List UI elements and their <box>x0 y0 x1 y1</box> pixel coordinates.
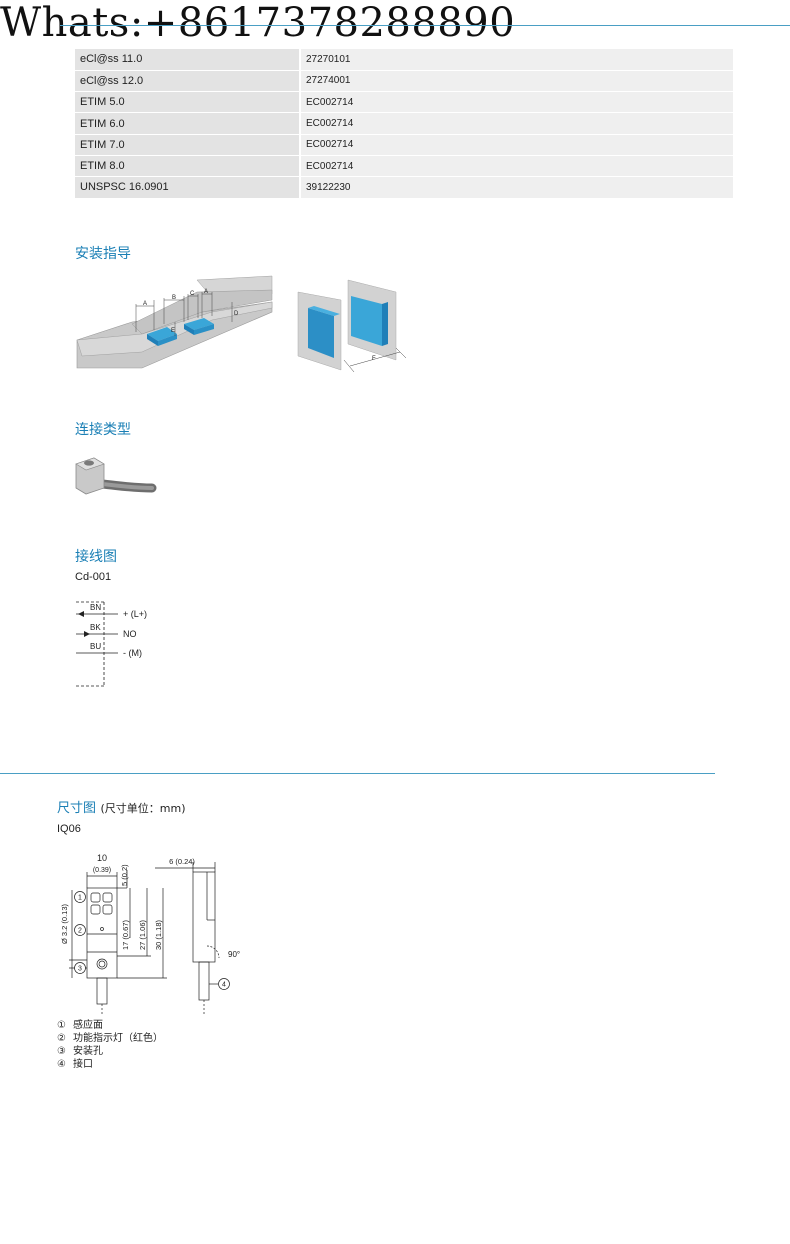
signal-plus: + (L+) <box>123 609 147 619</box>
spec-key: eCl@ss 12.0 <box>75 70 301 93</box>
install-diagram-facing: F <box>297 279 407 373</box>
watermark-phone: Whats:+8617378288890 <box>0 0 516 46</box>
dim-height-30: 30 (1.18) <box>154 919 163 950</box>
dimension-heading: 尺寸图 (尺寸单位：mm) <box>57 797 185 817</box>
wire-bn: BN <box>90 603 101 612</box>
legend-item: ② 功能指示灯（红色） <box>57 1032 163 1045</box>
spec-value: 39122230 <box>300 176 733 199</box>
dim-label-e: E <box>171 328 175 334</box>
dimension-unit-note: (尺寸单位：mm) <box>100 802 186 815</box>
callout-4: 4 <box>222 982 226 989</box>
wiring-diagram: BN BK BU + (L+) NO - (M) <box>76 601 147 687</box>
spec-value: 27274001 <box>300 70 733 93</box>
connection-title: 连接类型 <box>75 422 131 438</box>
wire-bk: BK <box>90 623 101 632</box>
spec-key: ETIM 8.0 <box>75 155 301 178</box>
callout-3: 3 <box>78 966 82 973</box>
dim-width-10: 10 <box>97 853 107 863</box>
legend-text: 安装孔 <box>73 1046 103 1057</box>
spec-key: eCl@ss 11.0 <box>75 49 301 71</box>
legend-text: 接口 <box>73 1059 93 1070</box>
legend-item: ③ 安装孔 <box>57 1045 163 1058</box>
spec-value: EC002714 <box>300 91 733 114</box>
legend-item: ① 感应面 <box>57 1019 163 1032</box>
dim-height-5: 5 (0.2) <box>120 864 129 886</box>
wire-bu: BU <box>90 642 101 651</box>
wiring-code: Cd-001 <box>75 571 112 583</box>
callout-1: 1 <box>78 895 82 902</box>
spec-value: EC002714 <box>300 155 733 178</box>
dim-width-10-inch: (0.39) <box>93 867 111 874</box>
spec-key: ETIM 7.0 <box>75 134 301 156</box>
legend-text: 感应面 <box>73 1020 103 1031</box>
legend-text: 功能指示灯（红色） <box>73 1033 163 1044</box>
section-divider <box>0 773 715 774</box>
spec-value: 27270101 <box>300 49 733 71</box>
top-divider <box>60 25 790 26</box>
callout-2: 2 <box>78 928 82 935</box>
dim-width-6: 6 (0.24) <box>169 857 195 866</box>
dim-label-f: F <box>372 356 376 362</box>
cable-connection-icon <box>75 457 157 495</box>
legend-number: ④ <box>57 1059 66 1070</box>
legend-item: ④ 接口 <box>57 1058 163 1071</box>
legend-number: ② <box>57 1033 66 1044</box>
spec-key: ETIM 5.0 <box>75 91 301 114</box>
dim-label-a: A <box>143 301 147 307</box>
wiring-title: 接线图 <box>75 549 117 565</box>
spec-key: UNSPSC 16.0901 <box>75 176 301 199</box>
signal-minus: - (M) <box>123 648 142 658</box>
install-diagram-flush: A B C A D E <box>76 275 273 369</box>
spec-value: EC002714 <box>300 112 733 135</box>
dim-height-27: 27 (1.06) <box>138 919 147 950</box>
signal-no: NO <box>123 629 137 639</box>
dim-height-17: 17 (0.67) <box>121 919 130 950</box>
dimension-title: 尺寸图 <box>57 801 97 816</box>
install-title: 安装指导 <box>75 246 131 262</box>
dim-label-b: B <box>172 295 176 301</box>
dim-hole-diameter: Ø 3.2 (0.13) <box>60 903 69 944</box>
dim-label-a2: A <box>204 289 208 295</box>
model-code: IQ06 <box>57 823 81 835</box>
legend-number: ③ <box>57 1046 66 1057</box>
dimension-drawing: 1 2 3 4 10 (0.39) 6 (0.24) 90° 5 (0.2) Ø… <box>60 853 240 1016</box>
dim-label-d: D <box>234 311 239 317</box>
dim-angle-90: 90° <box>228 950 240 959</box>
dimension-legend: ① 感应面 ② 功能指示灯（红色） ③ 安装孔 ④ 接口 <box>57 1019 163 1071</box>
spec-key: ETIM 6.0 <box>75 112 301 135</box>
spec-value: EC002714 <box>300 134 733 156</box>
legend-number: ① <box>57 1020 66 1031</box>
dim-label-c: C <box>190 291 195 297</box>
